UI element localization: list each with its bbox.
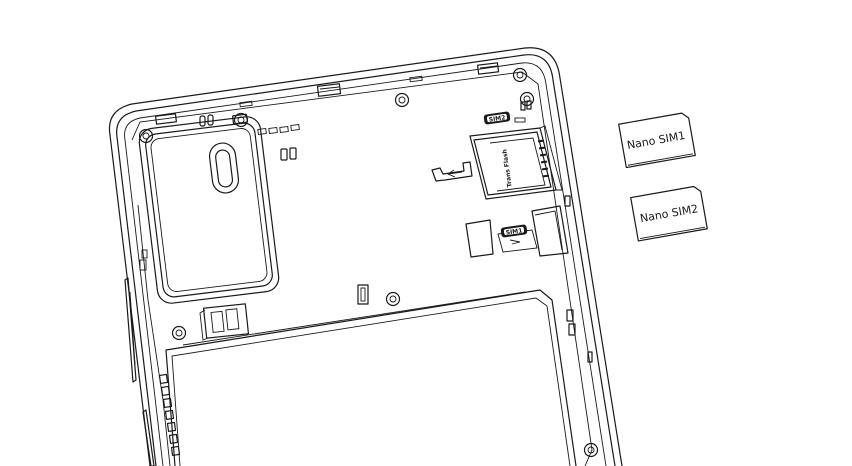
top-edge-clips — [154, 62, 500, 125]
screw-boss-left-mid — [171, 325, 187, 341]
screw-boss-top-right — [512, 67, 528, 83]
nano-sim1-card: Nano SIM1 — [618, 112, 696, 169]
left-edge-vents — [139, 249, 181, 456]
phone-frame — [108, 47, 623, 466]
screw-boss-center — [385, 291, 401, 307]
fingerprint-sensor — [208, 142, 240, 194]
nano-sim2-label: Nano SIM2 — [639, 202, 699, 225]
screw-boss-top-left — [138, 128, 154, 144]
inner-chassis — [131, 71, 593, 466]
nano-sim1-label: Nano SIM1 — [626, 129, 686, 152]
left-side-keys — [124, 277, 155, 466]
sim-tray-contacts — [537, 139, 550, 178]
fingerprint-module — [138, 116, 280, 304]
screw-boss-upper-mid — [394, 92, 410, 108]
insert-arrow-icon — [431, 161, 473, 182]
screw-boss-bottom-right — [583, 442, 599, 458]
sim1-tag: SIM1 — [500, 224, 528, 238]
sim1-slot — [465, 205, 569, 258]
module-vents — [199, 113, 300, 161]
battery-compartment — [165, 289, 577, 466]
sim-tray-area — [469, 125, 563, 200]
center-slot — [357, 284, 369, 305]
sim1-tag-label: SIM1 — [505, 227, 523, 236]
tray-side-clips — [514, 117, 571, 207]
trans-flash-label: Trans Flash — [501, 149, 513, 188]
module-connector — [199, 303, 250, 341]
right-small-slots — [520, 100, 593, 363]
sim2-tag-label: SIM2 — [488, 114, 506, 123]
sim2-tag: SIM2 — [483, 111, 511, 125]
nano-sim2-card: Nano SIM2 — [630, 185, 708, 242]
